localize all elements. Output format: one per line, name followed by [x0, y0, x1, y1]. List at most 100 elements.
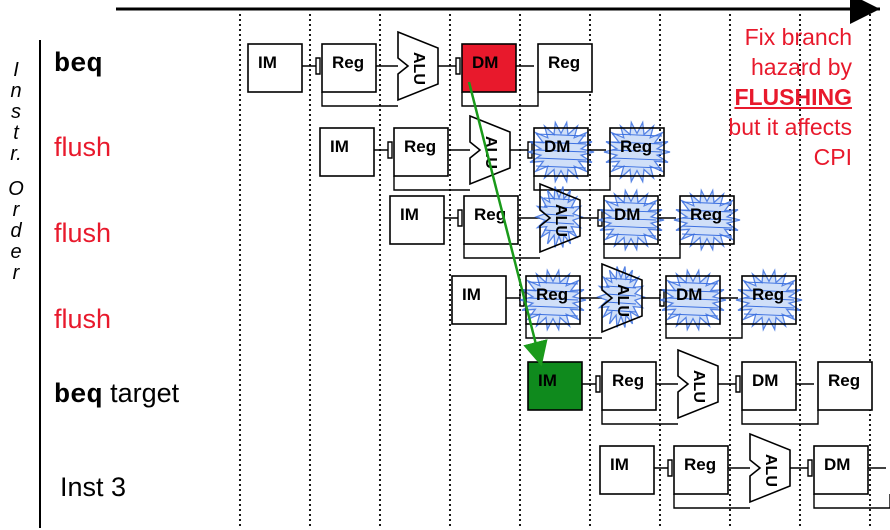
flushed-hatch	[743, 313, 795, 317]
wb-reg-box	[679, 195, 735, 245]
pipe-register	[506, 289, 525, 307]
instr-flush-2: flush	[54, 218, 111, 249]
instr-flush-3-text: flush	[54, 304, 112, 334]
im-box-label: IM	[610, 455, 629, 474]
reg-box	[321, 43, 377, 93]
flushed-hatch	[527, 289, 579, 293]
flushed-hatch	[535, 133, 587, 137]
wb-reg-box	[537, 43, 593, 93]
pipe-wire	[321, 65, 398, 107]
flushed-hatch	[543, 221, 575, 225]
flushed-hatch	[611, 157, 663, 161]
flushed-stage-mark	[596, 266, 646, 328]
flushed-hatch	[605, 285, 637, 289]
flushed-hatch	[605, 209, 657, 213]
alu-shape	[469, 114, 511, 186]
reg-box-label: Reg	[536, 285, 568, 304]
flush-note: Fix branch hazard by FLUSHING but it aff…	[682, 22, 852, 172]
pipe-register	[374, 141, 393, 159]
note-line-1: Fix branch	[744, 24, 852, 50]
flushed-hatch	[667, 313, 719, 317]
pipe-wire	[533, 149, 611, 191]
wb-reg-box-label: Reg	[828, 371, 860, 390]
wb-reg-box-label: Reg	[548, 53, 580, 72]
reg-box	[601, 361, 657, 411]
note-emphasis: FLUSHING	[734, 84, 852, 110]
pipe-wire	[741, 383, 819, 425]
flushed-hatch	[743, 289, 795, 293]
reg-box	[525, 275, 581, 325]
alu-label: ALU	[690, 370, 707, 403]
reg-box-label: Reg	[404, 137, 436, 156]
flushed-hatch	[611, 141, 663, 145]
dm-box	[813, 445, 869, 495]
note-line-4: but it affects	[728, 114, 852, 140]
flushed-hatch	[681, 209, 733, 213]
dm-box	[461, 43, 517, 93]
alu-shape	[397, 30, 439, 102]
dm-box	[603, 195, 659, 245]
branch-target-arrow	[467, 81, 548, 367]
im-box	[599, 445, 655, 495]
flushed-hatch	[543, 213, 575, 217]
instr-beq: beq	[54, 47, 103, 80]
order-letter: I	[13, 59, 19, 81]
im-box-label: IM	[330, 137, 349, 156]
order-letter: s	[11, 101, 21, 123]
note-line-2: hazard by	[750, 54, 852, 80]
dm-box	[665, 275, 721, 325]
im-box	[527, 361, 583, 411]
instr-inst-3-text: Inst 3	[60, 472, 127, 502]
im-box-label: IM	[538, 371, 557, 390]
dm-box-label: DM	[544, 137, 570, 156]
dm-box-label: DM	[824, 455, 850, 474]
reg-box-label: Reg	[332, 53, 364, 72]
flushed-hatch	[681, 217, 733, 221]
instr-beq-target-text: target	[110, 378, 180, 408]
order-letter: t	[13, 122, 19, 144]
flushed-hatch	[605, 309, 637, 313]
flushed-hatch	[743, 305, 795, 309]
dm-box	[741, 361, 797, 411]
flushed-hatch	[535, 165, 587, 169]
note-line-5: CPI	[813, 144, 852, 170]
pipe-register	[302, 57, 321, 75]
instr-flush-3: flush	[54, 304, 111, 335]
flushed-hatch	[611, 149, 663, 153]
flushed-hatch	[527, 305, 579, 309]
dm-box-label: DM	[472, 53, 498, 72]
order-letter: d	[10, 220, 22, 242]
pipe-register	[582, 375, 601, 393]
order-letter: r	[12, 262, 20, 284]
flushed-hatch	[605, 277, 637, 281]
flushed-hatch	[743, 281, 795, 285]
wb-reg-box-label: Reg	[752, 285, 784, 304]
im-box-label: IM	[258, 53, 277, 72]
flushed-hatch	[667, 297, 719, 301]
alu-label: ALU	[482, 136, 499, 169]
time-grid	[239, 14, 871, 528]
flushed-hatch	[543, 229, 575, 233]
im-box	[389, 195, 445, 245]
instr-beq-target-mnemonic: beq	[54, 381, 103, 411]
instr-flush-1-text: flush	[54, 132, 112, 162]
pipe-wire	[601, 383, 678, 425]
alu-shape	[539, 182, 581, 254]
pipe-register	[718, 375, 741, 393]
pipe-register	[654, 459, 673, 477]
pipe-wire	[393, 149, 470, 191]
pipe-wire	[603, 217, 681, 259]
flushed-hatch	[605, 201, 657, 205]
pipe-wire	[461, 65, 539, 107]
flushed-hatch	[743, 297, 795, 301]
flushed-hatch	[667, 289, 719, 293]
flushed-hatch	[605, 217, 657, 221]
flushed-hatch	[527, 297, 579, 301]
flushed-hatch	[605, 293, 637, 297]
